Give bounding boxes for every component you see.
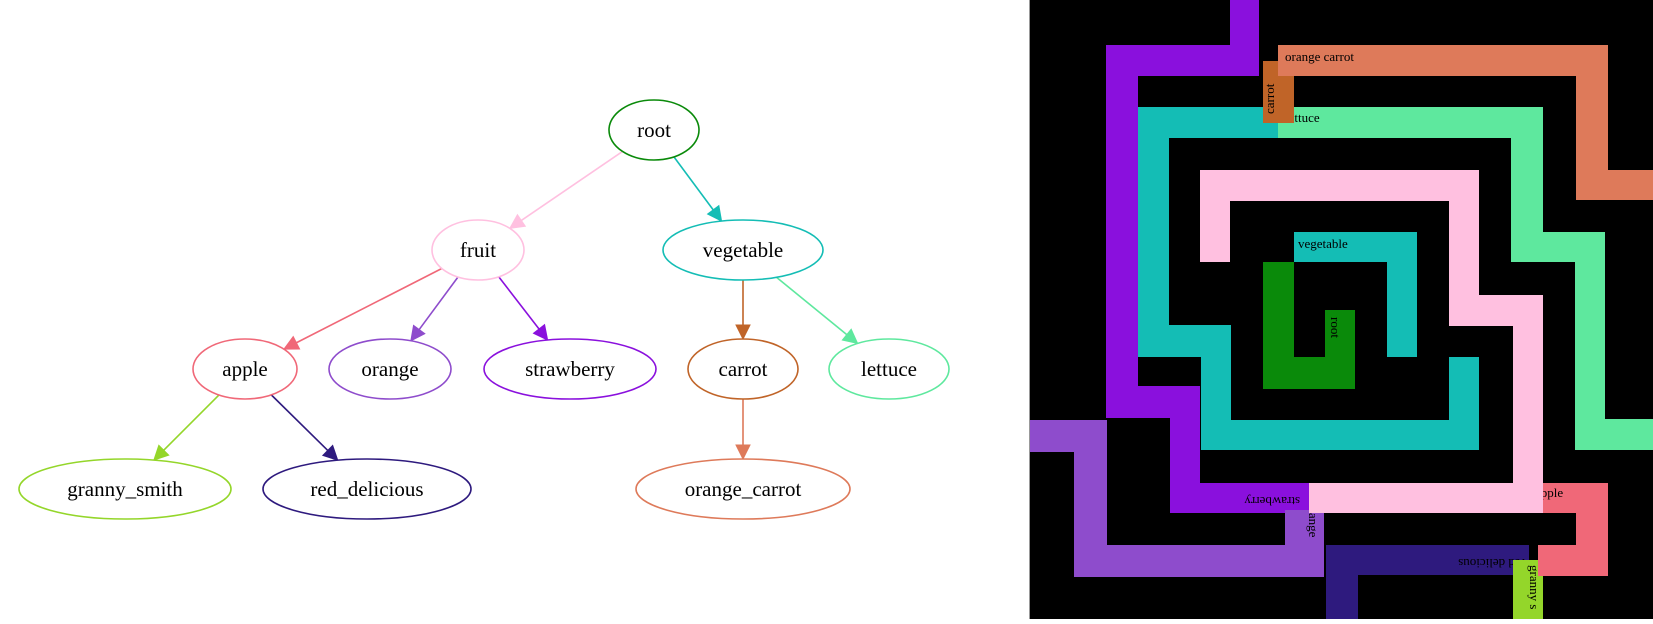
node-label: root — [637, 118, 671, 142]
node-label: orange_carrot — [685, 477, 802, 501]
maze-label-carrot: carrot — [1262, 83, 1277, 114]
maze-region-red_delicious: red delicious — [1326, 545, 1529, 619]
node-label: apple — [222, 357, 267, 381]
node-ellipse — [431, 219, 525, 281]
edge-vegetable-lettuce — [775, 276, 859, 345]
maze-region-carrot: carrot — [1262, 61, 1294, 123]
edge-apple-red_delicious — [270, 394, 339, 461]
node-ellipse — [328, 338, 452, 400]
maze-label-granny_smith: granny s — [1527, 565, 1542, 609]
node-ellipse — [192, 338, 298, 400]
edge-apple-granny_smith — [153, 394, 220, 461]
node-ellipse — [828, 338, 950, 400]
edge-arrowhead — [841, 328, 859, 345]
edge-arrowhead — [508, 213, 527, 229]
treemap-maze: strawberry orange red delicious granny s… — [1030, 0, 1653, 619]
node-carrot: carrot — [687, 338, 799, 400]
edge-line — [296, 267, 443, 344]
node-granny_smith: granny_smith — [18, 458, 232, 520]
node-label: granny_smith — [67, 477, 183, 501]
node-root: root — [608, 99, 700, 161]
edge-root-fruit — [508, 150, 623, 229]
edge-fruit-strawberry — [498, 276, 549, 341]
edge-arrowhead — [282, 335, 301, 350]
edge-arrowhead — [153, 444, 170, 461]
node-ellipse — [635, 458, 851, 520]
edge-line — [520, 150, 623, 222]
maze-label-red_delicious: red delicious — [1458, 556, 1525, 571]
maze-label-root: root — [1328, 317, 1343, 338]
node-label: strawberry — [525, 357, 615, 381]
node-label: vegetable — [703, 238, 783, 262]
node-orange_carrot: orange_carrot — [635, 458, 851, 520]
edge-line — [163, 394, 220, 451]
maze-label-vegetable: vegetable — [1298, 236, 1348, 251]
maze-label-strawberry: strawberry — [1244, 494, 1300, 509]
node-ellipse — [662, 219, 824, 281]
maze-region-root: root — [1263, 262, 1355, 389]
edge-arrowhead — [532, 323, 549, 341]
node-vegetable: vegetable — [662, 219, 824, 281]
node-fruit: fruit — [431, 219, 525, 281]
node-label: carrot — [719, 357, 768, 381]
node-ellipse — [687, 338, 799, 400]
tree-diagram-canvas: root fruit vegetable apple orange strawberry c… — [18, 99, 950, 520]
edge-fruit-orange — [410, 276, 459, 342]
edge-root-vegetable — [673, 156, 723, 222]
node-label: fruit — [460, 238, 496, 262]
maze-label-fruit: fruit — [1250, 245, 1273, 260]
edge-carrot-orange_carrot — [735, 399, 751, 461]
edge-arrowhead — [735, 324, 751, 341]
node-label: orange — [361, 357, 418, 381]
node-ellipse — [608, 99, 700, 161]
maze-region-strawberry: strawberry — [1106, 0, 1309, 513]
node-label: lettuce — [861, 357, 917, 381]
maze-label-orange_carrot: orange carrot — [1285, 49, 1354, 64]
edge-arrowhead — [410, 324, 426, 342]
maze-region-fruit: fruit — [1200, 170, 1543, 513]
edges-layer — [153, 150, 859, 461]
node-apple: apple — [192, 338, 298, 400]
node-lettuce: lettuce — [828, 338, 950, 400]
node-orange: orange — [328, 338, 452, 400]
edge-arrowhead — [321, 444, 339, 461]
edge-line — [775, 276, 848, 336]
edge-vegetable-carrot — [735, 280, 751, 341]
node-label: red_delicious — [310, 477, 423, 501]
node-ellipse — [18, 458, 232, 520]
tree-diagram: root fruit vegetable apple orange strawberry c… — [18, 99, 950, 520]
node-ellipse — [483, 338, 657, 400]
edge-line — [270, 394, 329, 451]
maze-region-orange_carrot: orange carrot — [1278, 45, 1653, 200]
node-ellipse — [262, 458, 472, 520]
edge-fruit-apple — [282, 267, 443, 350]
node-strawberry: strawberry — [483, 338, 657, 400]
edge-line — [498, 276, 540, 330]
node-red_delicious: red_delicious — [262, 458, 472, 520]
edge-arrowhead — [706, 204, 723, 222]
nodes-layer: root fruit vegetable apple orange strawberry c… — [18, 99, 950, 520]
maze-region-vegetable: vegetable — [1138, 107, 1479, 450]
edge-line — [673, 156, 714, 211]
edge-arrowhead — [735, 444, 751, 461]
panel-divider — [1029, 0, 1030, 619]
treemap-maze-canvas: strawberry orange red delicious granny s… — [1030, 0, 1653, 619]
edge-line — [418, 276, 459, 331]
maze-region-granny_smith: granny s — [1513, 560, 1543, 619]
